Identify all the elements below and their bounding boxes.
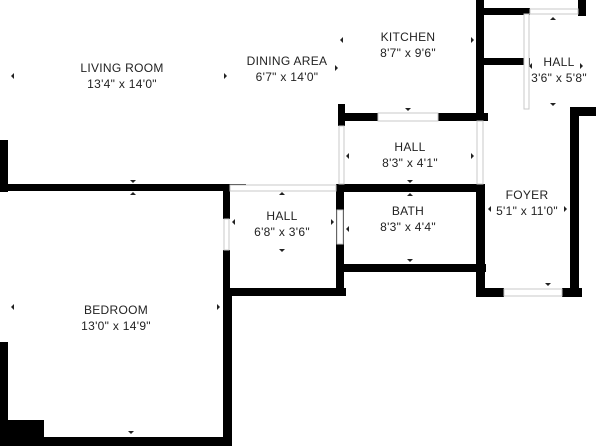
- tick-bath-left: [346, 226, 349, 232]
- wall-left-upper: [0, 140, 8, 192]
- tick-living-left: [11, 73, 14, 79]
- opening-foyer-left[interactable]: [476, 120, 484, 185]
- wall-foyer-bottom: [476, 288, 504, 297]
- door-bath-left[interactable]: [336, 209, 344, 245]
- opening-hall-center-left[interactable]: [338, 125, 345, 185]
- hall-center-name: HALL: [394, 140, 425, 154]
- living-room-name: LIVING ROOM: [80, 61, 163, 75]
- door-small-hall-left[interactable]: [223, 218, 230, 251]
- tick-dining-right: [335, 65, 338, 71]
- wall-foyer-top-right: [570, 107, 596, 116]
- wall-bath-bottom: [340, 264, 486, 272]
- dining-area-name: DINING AREA: [247, 54, 328, 68]
- kitchen-dims: 8'7" x 9'6": [380, 46, 436, 60]
- door-top-hall-right[interactable]: [529, 8, 579, 15]
- tick-hall-left: [346, 153, 349, 159]
- wall-hall-bath: [336, 184, 484, 192]
- wall-small-hall-left: [223, 189, 230, 219]
- wall-step-bottom: [223, 288, 346, 296]
- tick-top-hall-left: [529, 63, 532, 69]
- wall-foyer-right: [570, 107, 579, 297]
- hall-center-dims: 8'3" x 4'1": [382, 156, 438, 170]
- tick-top-hall-top: [550, 17, 556, 20]
- wall-foyer-left-bottom: [476, 184, 485, 296]
- door-foyer-bottom[interactable]: [503, 288, 563, 297]
- tick-living-right: [224, 73, 227, 79]
- wall-living-bedroom: [0, 184, 246, 191]
- tick-bath-bottom: [407, 259, 413, 262]
- tick-foyer-bottom: [545, 283, 551, 286]
- opening-top-hall-left[interactable]: [523, 13, 530, 110]
- tick-bedroom-top: [130, 192, 136, 195]
- bedroom-dims: 13'0" x 14'9": [81, 319, 151, 333]
- wall-left-lower: [0, 342, 8, 446]
- wall-top-hall-mid: [476, 58, 530, 65]
- tick-small-hall-top: [279, 192, 285, 195]
- wall-small-hall-left-lower: [223, 250, 230, 292]
- tick-small-hall-left: [232, 219, 235, 225]
- foyer-dims: 5'1" x 11'0": [496, 204, 558, 218]
- tick-kitchen-bottom: [405, 108, 411, 111]
- hall-small-name: HALL: [266, 209, 297, 223]
- tick-bath-top: [407, 193, 413, 196]
- wall-kitchen-bottom-left: [338, 104, 345, 126]
- tick-foyer-right: [564, 206, 567, 212]
- wall-top-hall-right-top: [578, 0, 586, 16]
- door-small-hall[interactable]: [229, 184, 337, 192]
- tick-top-hall-bottom: [550, 103, 556, 106]
- tick-small-hall-right: [331, 219, 334, 225]
- wall-top-hall-top: [476, 8, 530, 15]
- bedroom-name: BEDROOM: [84, 303, 148, 317]
- foyer-name: FOYER: [506, 188, 549, 202]
- tick-kitchen-left: [340, 37, 343, 43]
- tick-bedroom-bottom: [128, 431, 134, 434]
- tick-small-hall-bottom: [279, 249, 285, 252]
- kitchen-name: KITCHEN: [381, 30, 436, 44]
- hall-top-right-dims: 3'6" x 5'8": [531, 71, 587, 85]
- tick-foyer-left: [488, 206, 491, 212]
- tick-top-hall-right: [580, 63, 583, 69]
- dining-area-dims: 6'7" x 14'0": [256, 70, 319, 84]
- tick-living-bottom: [130, 180, 136, 183]
- wall-bottom-bedroom: [0, 437, 232, 446]
- hall-top-right-name: HALL: [543, 55, 574, 69]
- tick-bedroom-right: [217, 304, 220, 310]
- tick-bedroom-left: [11, 304, 14, 310]
- dimension-ticks: [11, 17, 583, 434]
- openings: [223, 8, 579, 297]
- room-labels: LIVING ROOM 13'4" x 14'0" DINING AREA 6'…: [80, 30, 587, 333]
- bath-dims: 8'3" x 4'4": [380, 220, 436, 234]
- wall-bedroom-right: [223, 292, 232, 446]
- hall-small-dims: 6'8" x 3'6": [254, 225, 310, 239]
- door-kitchen-hall[interactable]: [377, 112, 439, 122]
- tick-hall-right: [471, 153, 474, 159]
- living-room-dims: 13'4" x 14'0": [87, 77, 157, 91]
- tick-kitchen-right: [471, 37, 474, 43]
- bath-name: BATH: [392, 204, 424, 218]
- tick-hall-bottom: [407, 180, 413, 183]
